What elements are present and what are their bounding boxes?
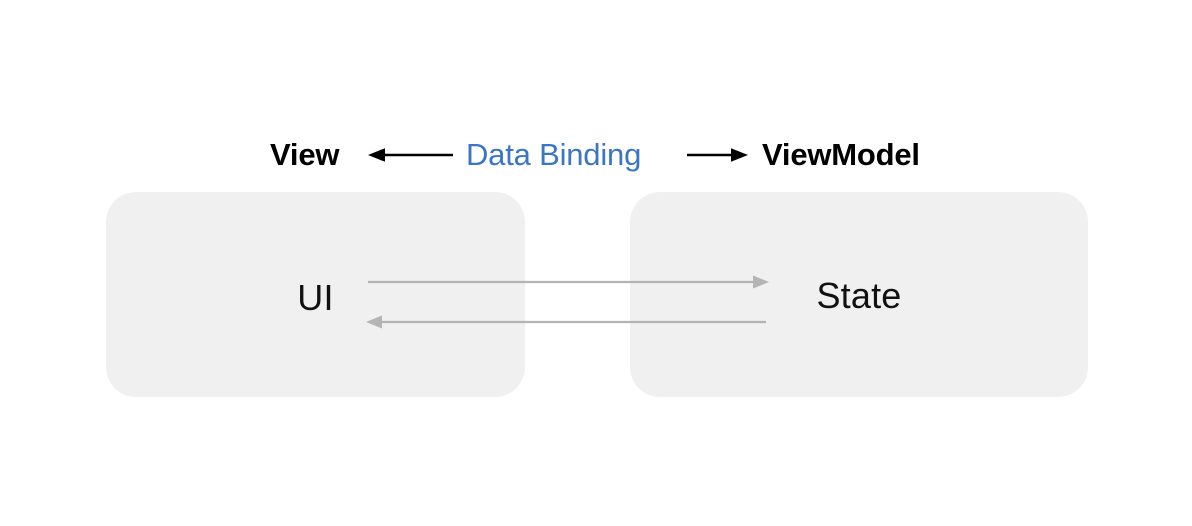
header-label-viewmodel: ViewModel — [762, 137, 920, 172]
header-label-view: View — [270, 137, 340, 172]
panel-label-ui: UI — [297, 277, 334, 318]
flow-arrows-group — [355, 265, 785, 345]
panel-label-state: State — [816, 275, 902, 316]
header-label-data-binding: Data Binding — [466, 137, 642, 172]
header-arrow-left-icon — [365, 144, 455, 171]
flow-arrow-ui-to-state-icon — [368, 275, 769, 289]
flow-arrow-state-to-ui-icon — [366, 315, 766, 329]
header-arrow-right-icon — [685, 144, 751, 171]
panel-view: UI — [106, 192, 525, 397]
panel-viewmodel: State — [630, 192, 1088, 397]
